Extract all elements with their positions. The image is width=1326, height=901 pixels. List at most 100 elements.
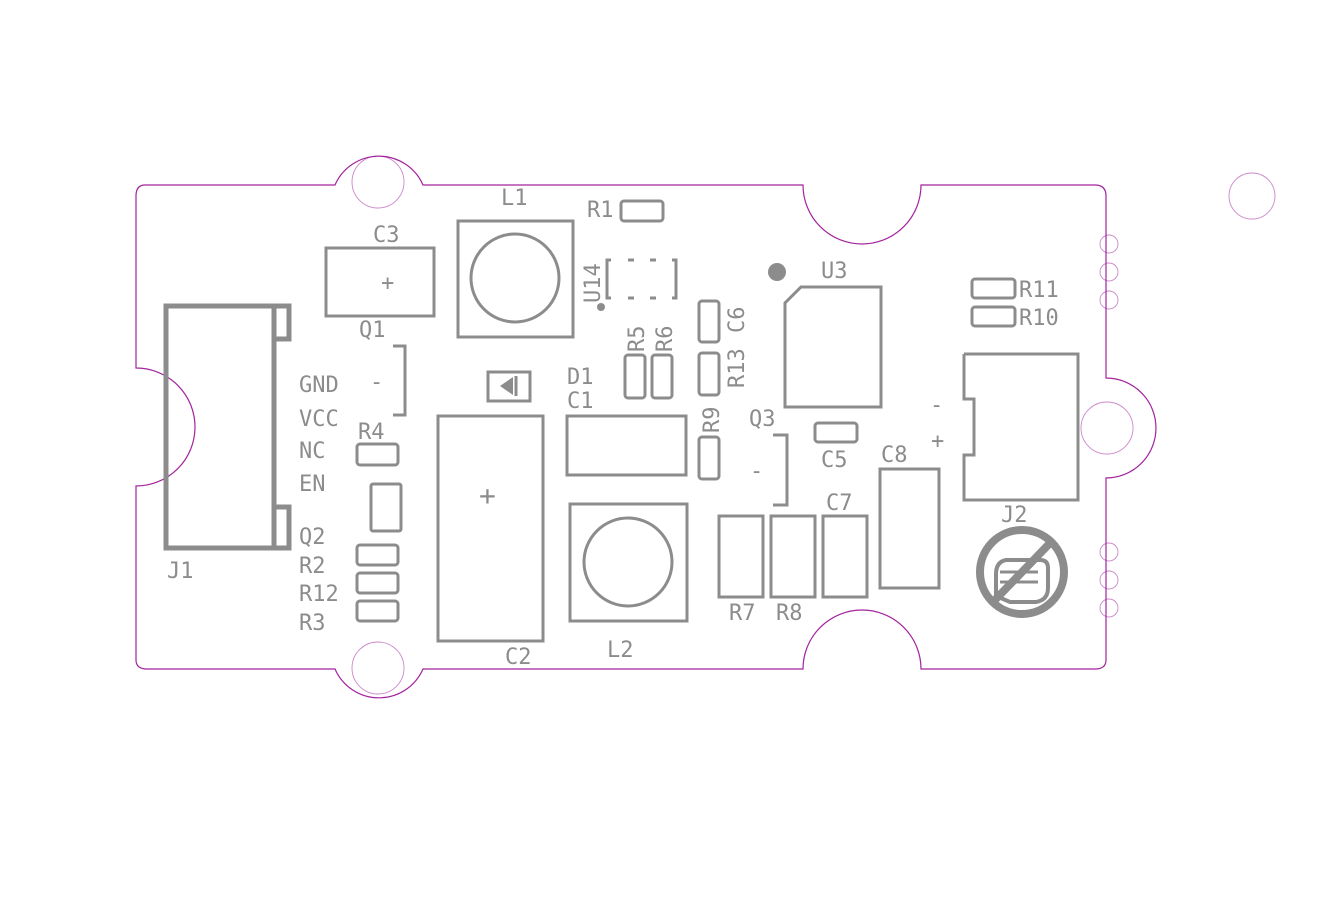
c3-label: C3 bbox=[373, 223, 400, 248]
r3-label: R3 bbox=[299, 611, 326, 636]
hand-icon bbox=[994, 558, 1050, 604]
l1-coil bbox=[469, 232, 561, 324]
r1-label: R1 bbox=[587, 198, 614, 223]
r8-label: R8 bbox=[776, 601, 803, 626]
l1-component: L1 bbox=[456, 186, 575, 339]
r5-r6-components: R5 R6 bbox=[623, 326, 678, 400]
d1-arrow-icon bbox=[500, 377, 513, 395]
j2-outline bbox=[962, 352, 1080, 502]
u14-pin1-dot bbox=[597, 303, 605, 311]
j2-minus: - bbox=[930, 393, 943, 418]
c3-component: + C3 bbox=[324, 223, 436, 318]
r9-label: R9 bbox=[700, 407, 725, 434]
c5-component: C5 bbox=[813, 421, 859, 473]
c7-label: C7 bbox=[826, 491, 853, 516]
l1-label: L1 bbox=[501, 186, 528, 211]
c2-component: + C2 bbox=[436, 414, 545, 670]
edge-via bbox=[1099, 262, 1119, 282]
r10-label: R10 bbox=[1019, 306, 1059, 331]
c1-body bbox=[565, 414, 688, 477]
no-touch-ring bbox=[976, 526, 1068, 618]
no-touch-hand-icon bbox=[976, 526, 1068, 618]
c1-label: C1 bbox=[567, 389, 594, 414]
q3-component: Q3 - bbox=[749, 407, 789, 507]
r5-body bbox=[623, 353, 647, 400]
pin-labels: GND VCC NC EN bbox=[299, 373, 339, 497]
fiducial-hole bbox=[1228, 172, 1276, 220]
r11-body bbox=[970, 277, 1017, 300]
r3-body bbox=[355, 599, 400, 623]
q3-bracket bbox=[773, 433, 789, 507]
j1-outline bbox=[163, 303, 292, 551]
edge-via bbox=[1099, 570, 1119, 590]
q3-minus: - bbox=[750, 459, 763, 484]
r12-body bbox=[355, 571, 400, 595]
c3-body bbox=[324, 246, 436, 318]
l2-body bbox=[568, 502, 689, 623]
r4-body bbox=[355, 442, 400, 467]
u3-body bbox=[783, 285, 883, 409]
c2-label: C2 bbox=[505, 645, 532, 670]
q1-minus: - bbox=[370, 370, 383, 395]
r2-body bbox=[355, 543, 400, 567]
r13-body bbox=[697, 351, 721, 397]
c2-body bbox=[436, 414, 545, 643]
left-resistors: R4 Q2 R2 R12 R3 bbox=[299, 420, 403, 636]
u14-left-bracket bbox=[605, 258, 611, 300]
edge-via bbox=[1099, 598, 1119, 618]
r7-body bbox=[717, 514, 765, 599]
u3-component: U3 bbox=[768, 259, 883, 409]
r1-body bbox=[619, 199, 665, 223]
q1-label: Q1 bbox=[359, 318, 386, 343]
l2-coil bbox=[582, 516, 674, 608]
d1-c1-components: D1 C1 bbox=[486, 365, 688, 477]
edge-via bbox=[1099, 542, 1119, 562]
pin-vcc-label: VCC bbox=[299, 407, 339, 432]
c6-label: C6 bbox=[725, 307, 750, 334]
c8-component: C8 bbox=[878, 443, 941, 590]
c8-body bbox=[878, 467, 941, 590]
c5-body bbox=[813, 421, 859, 444]
q1-bracket bbox=[393, 344, 407, 417]
u14-label: U14 bbox=[581, 263, 606, 303]
edge-via bbox=[1099, 234, 1119, 254]
no-touch-slash bbox=[990, 539, 1054, 605]
d1-label: D1 bbox=[567, 365, 594, 390]
r2-label: R2 bbox=[299, 554, 326, 579]
r11-r10-components: R11 R10 bbox=[970, 277, 1059, 331]
d1-body bbox=[486, 370, 532, 403]
j2-connector: - + J2 bbox=[930, 352, 1080, 528]
r11-label: R11 bbox=[1019, 278, 1059, 303]
j1-connector: J1 bbox=[163, 303, 292, 584]
u14-component: U14 bbox=[581, 258, 678, 311]
q3-label: Q3 bbox=[749, 407, 776, 432]
pin-nc-label: NC bbox=[299, 439, 326, 464]
l1-body bbox=[456, 219, 575, 339]
j1-label: J1 bbox=[167, 559, 194, 584]
l2-component: L2 bbox=[568, 502, 689, 663]
mount-hole-top bbox=[351, 155, 405, 209]
r10-body bbox=[970, 305, 1017, 328]
c6-r13-r9-components: C6 R13 R9 bbox=[697, 299, 750, 481]
r13-label: R13 bbox=[725, 348, 750, 388]
c2-plus: + bbox=[479, 479, 496, 512]
mount-hole-bottom bbox=[351, 641, 405, 695]
edge-via bbox=[1099, 290, 1119, 310]
u3-pin1-dot bbox=[768, 263, 786, 281]
r7-r8-c7-components: C7 R7 R8 bbox=[717, 491, 869, 626]
r5-label: R5 bbox=[625, 326, 650, 353]
board-edge bbox=[135, 155, 1157, 699]
r8-body bbox=[769, 514, 817, 599]
r7-label: R7 bbox=[729, 601, 756, 626]
q2-label: Q2 bbox=[299, 525, 326, 550]
c3-plus: + bbox=[381, 271, 394, 296]
r4-label: R4 bbox=[358, 420, 385, 445]
r6-label: R6 bbox=[653, 326, 678, 353]
pin-gnd-label: GND bbox=[299, 373, 339, 398]
q1-component: Q1 - bbox=[359, 318, 407, 417]
j2-label: J2 bbox=[1001, 503, 1028, 528]
mount-hole-right bbox=[1080, 401, 1134, 455]
r6-body bbox=[650, 353, 674, 400]
